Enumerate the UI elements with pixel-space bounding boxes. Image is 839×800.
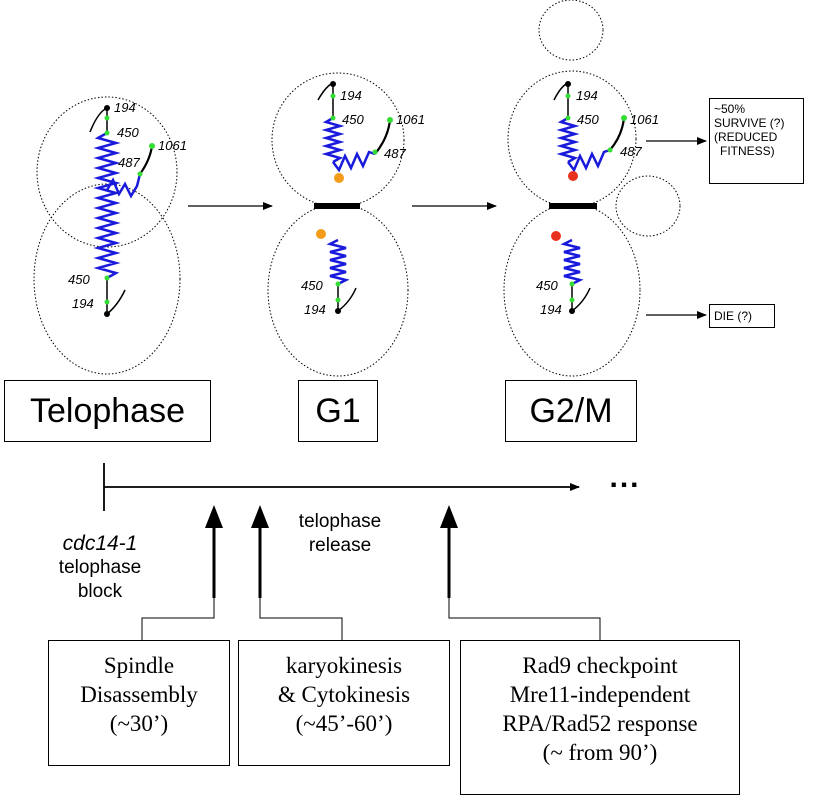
survive-line-1: ~50%	[714, 102, 746, 116]
g2m-label-194-top: 194	[576, 88, 598, 103]
timeline-ellipsis: ...	[609, 461, 641, 494]
telophase-cell: 194 450 1061 487 450 194	[33, 96, 187, 375]
outcome-survive: ~50% SURVIVE (?) (REDUCED FITNESS)	[709, 98, 804, 184]
stage-g2m: G2/M	[505, 380, 637, 442]
event-1-line-2: Disassembly	[80, 682, 198, 707]
event-spindle-disassembly: Spindle Disassembly (~30’)	[48, 640, 230, 766]
label-450-top: 450	[117, 125, 139, 140]
label-450-bottom: 450	[68, 272, 90, 287]
block-line-2: telophase	[58, 557, 142, 578]
g2m-label-487: 487	[620, 144, 642, 159]
g2m-label-450-bottom: 450	[536, 278, 558, 293]
event-arrow-checkpoint	[440, 505, 601, 640]
block-line-3: block	[77, 581, 123, 602]
survive-line-3: (REDUCED	[714, 130, 778, 144]
label-194-top: 194	[114, 100, 136, 115]
event-karyokinesis-cytokinesis: karyokinesis & Cytokinesis (~45’-60’)	[238, 640, 450, 766]
label-194-bottom: 194	[72, 296, 94, 311]
label-487: 487	[118, 155, 140, 170]
g1-label-450-bottom: 450	[301, 278, 323, 293]
event-1-line-1: Spindle	[103, 653, 175, 678]
survive-line-4: FITNESS)	[720, 144, 775, 158]
outcome-die: DIE (?)	[709, 304, 775, 328]
g1-cell: 194 450 1061 487 450 194	[267, 72, 425, 377]
g2m-label-450-top: 450	[577, 112, 599, 127]
survive-line-2: SURVIVE (?)	[714, 116, 785, 130]
event-arrow-spindle	[141, 505, 223, 640]
g2m-cell: 194 450 1061 487 450 194	[503, 0, 681, 377]
event-2-line-2: & Cytokinesis	[277, 682, 411, 707]
g2m-label-194-bottom: 194	[540, 302, 562, 317]
g2m-label-1061: 1061	[630, 112, 659, 127]
stage-telophase: Telophase	[4, 380, 211, 442]
event-2-line-1: karyokinesis	[285, 653, 403, 678]
event-1-line-3: (~30’)	[109, 711, 169, 736]
label-1061: 1061	[158, 138, 187, 153]
event-3-line-4: (~ from 90’)	[542, 740, 658, 765]
event-3-line-1: Rad9 checkpoint	[522, 653, 678, 678]
g1-label-487: 487	[384, 146, 406, 161]
event-arrow-karyokinesis	[251, 505, 343, 640]
release-line-1: telophase	[298, 511, 382, 532]
block-line-1: cdc14-1	[62, 532, 138, 555]
g1-label-450-top: 450	[342, 112, 364, 127]
g1-label-1061: 1061	[396, 112, 425, 127]
event-rad9-checkpoint: Rad9 checkpoint Mre11-independent RPA/Ra…	[460, 640, 740, 795]
telophase-release-label: telophase release	[280, 510, 400, 558]
event-3-line-2: Mre11-independent	[509, 682, 691, 707]
release-line-2: release	[308, 535, 372, 556]
g1-label-194-top: 194	[340, 88, 362, 103]
cdc14-block-label: cdc14-1 telophase block	[40, 532, 160, 604]
event-3-line-3: RPA/Rad52 response	[502, 711, 698, 736]
g1-label-194-bottom: 194	[304, 302, 326, 317]
stage-g1: G1	[298, 380, 378, 442]
event-2-line-3: (~45’-60’)	[295, 711, 393, 736]
